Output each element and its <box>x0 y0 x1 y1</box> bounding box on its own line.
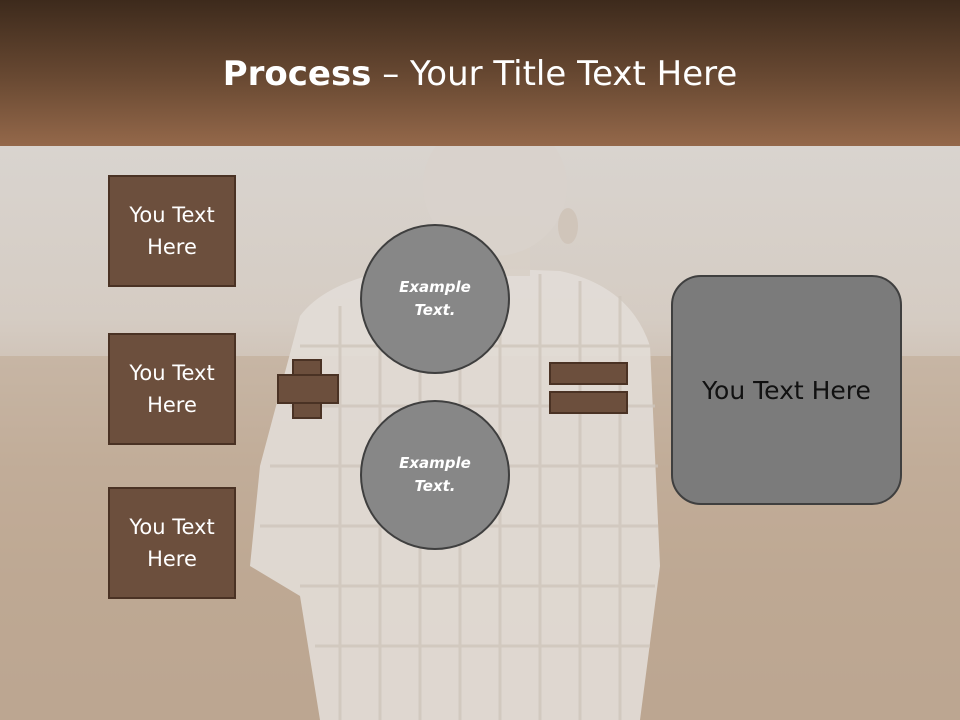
example-circle-label: Example Text. <box>399 278 471 319</box>
header-band <box>0 0 960 146</box>
example-circle-1: Example Text. <box>360 224 510 374</box>
input-box-3: You Text Here <box>108 487 236 599</box>
equals-icon-top-bar <box>549 362 628 385</box>
result-box: You Text Here <box>671 275 902 505</box>
example-circle-2: Example Text. <box>360 400 510 550</box>
input-box-label: You Text Here <box>129 361 215 417</box>
plus-icon-center <box>294 376 320 402</box>
input-box-2: You Text Here <box>108 333 236 445</box>
example-circle-label: Example Text. <box>399 454 471 495</box>
input-box-label: You Text Here <box>129 515 215 571</box>
slide-title: Process – Your Title Text Here <box>0 52 960 96</box>
input-box-label: You Text Here <box>129 203 215 259</box>
input-box-1: You Text Here <box>108 175 236 287</box>
equals-icon-bottom-bar <box>549 391 628 414</box>
title-bold: Process <box>222 54 372 94</box>
result-box-label: You Text Here <box>702 375 871 405</box>
title-rest: – Your Title Text Here <box>371 54 738 94</box>
